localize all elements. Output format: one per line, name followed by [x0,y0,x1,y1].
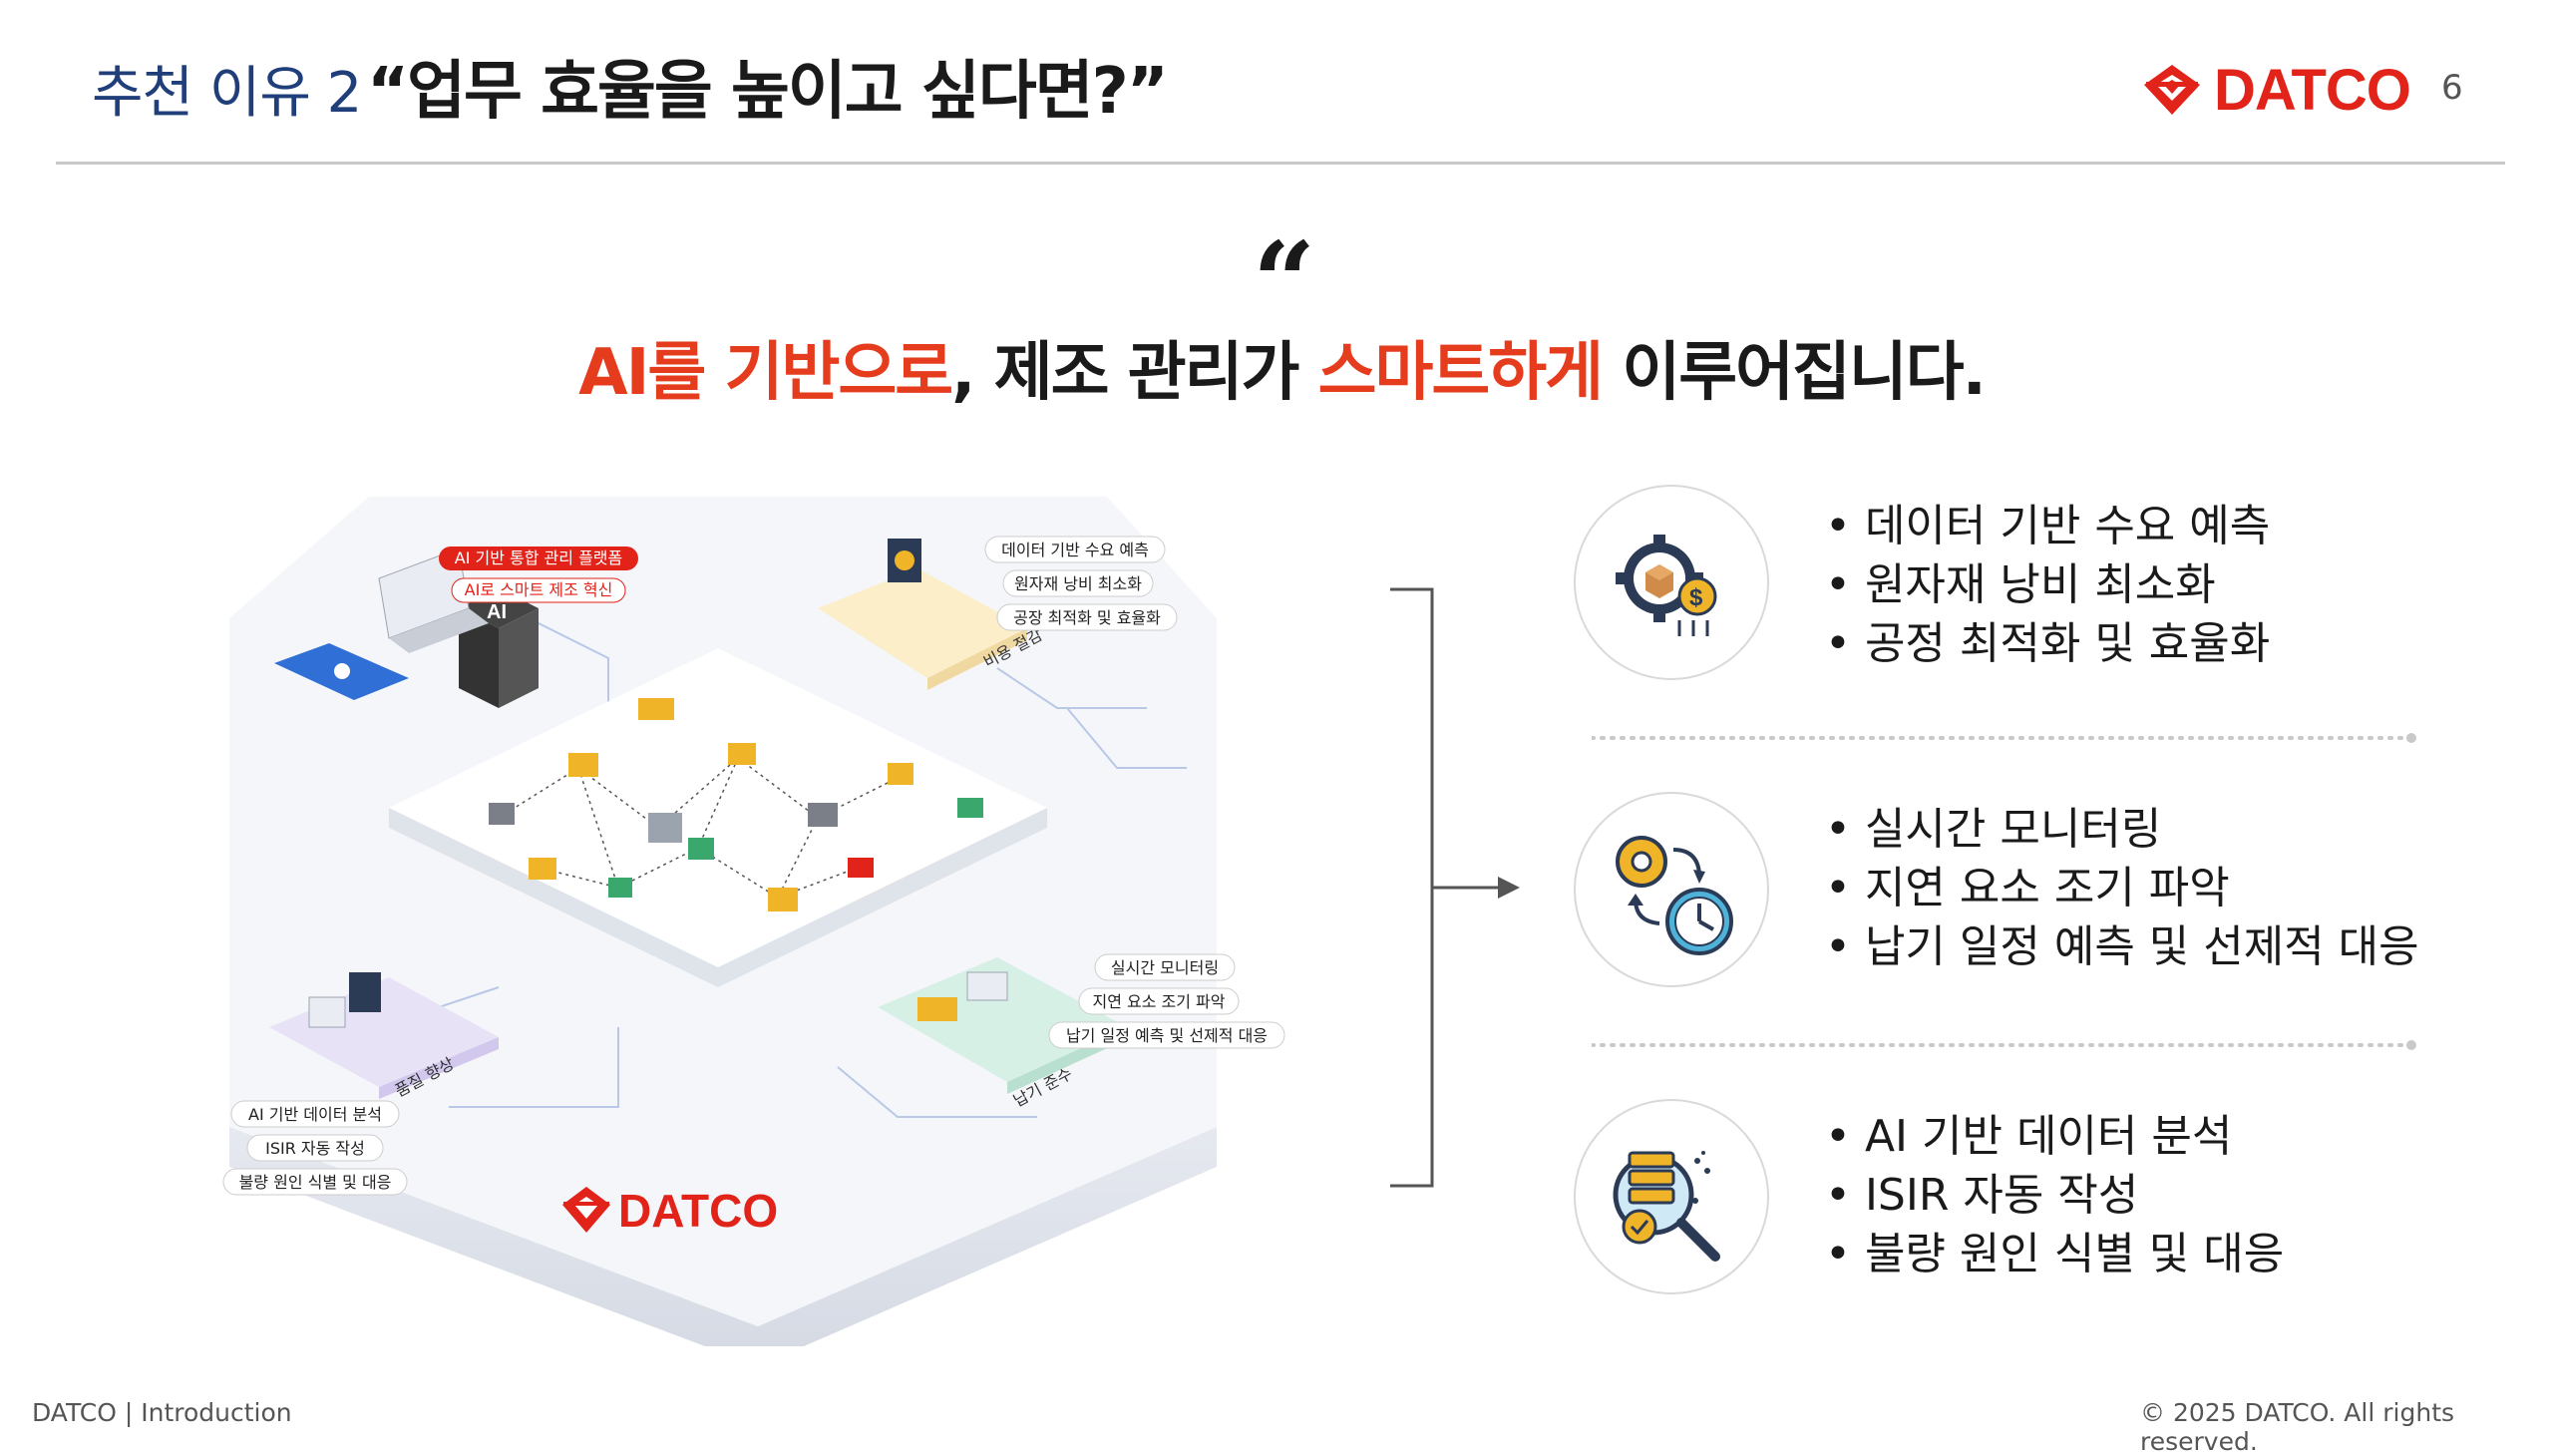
datco-emblem-icon [2144,65,2200,115]
cost-tag-3: 공장 최적화 및 효율화 [1013,608,1161,627]
platform-base-side [229,1127,1217,1346]
illustration-logo-text: DATCO [618,1185,778,1237]
cost-tag-2: 원자재 낭비 최소화 [1014,574,1142,593]
benefit-quality-list: AI 기반 데이터 분석 ISIR 자동 작성 불량 원인 식별 및 대응 [1825,1107,2284,1283]
quality-block-side [379,1037,499,1099]
cost-block [818,568,1027,678]
benefit-quality-item-2: ISIR 자동 작성 [1825,1166,2284,1225]
cost-tags: 데이터 기반 수요 예측 원자재 낭비 최소화 공장 최적화 및 효율화 [984,536,1178,631]
illustration-logo: DATCO [562,1185,778,1237]
data-magnifier-icon [1613,1151,1720,1262]
benefit-delivery-list: 실시간 모니터링 지연 요소 조기 파악 납기 일정 예측 및 선제적 대응 [1825,800,2419,976]
page-number: 6 [2441,68,2463,108]
bracket-arrow [1390,587,1520,1188]
benefit-quality-item-3: 불량 원인 식별 및 대응 [1825,1225,2284,1283]
headline-part-smart: 스마트하게 [1317,336,1604,410]
benefit-delivery-item-3: 납기 일정 예측 및 선제적 대응 [1825,917,2419,976]
delivery-monitor [966,971,1008,1001]
svg-text:$: $ [1689,584,1703,611]
logo-text: DATCO [2214,57,2411,123]
benefit-quality-item-1: AI 기반 데이터 분석 [1825,1107,2284,1166]
cost-coin [895,550,914,570]
benefit-cost-item-2: 원자재 낭비 최소화 [1825,555,2270,614]
svg-text:AI: AI [487,601,507,623]
headline-part-2: , 제조 관리가 [951,336,1318,410]
datco-logo: DATCO [2142,57,2411,123]
quality-tag-3: 불량 원인 식별 및 대응 [239,1173,392,1192]
benefit-cost-icon-circle: $ [1574,485,1769,680]
footer-copyright: © 2025 DATCO. All rights reserved. [2140,1398,2455,1456]
benefit-cost-list: 데이터 기반 수요 예측 원자재 낭비 최소화 공정 최적화 및 효율화 [1825,497,2270,673]
platform-illustration: AI AI 기반 통합 관리 플랫폼 AI로 스마트 제조 혁신 비용 절감 데… [222,497,1285,1346]
benefit-delivery-item-2: 지연 요소 조기 파악 [1825,859,2419,917]
benefit-divider-2 [1592,1040,2416,1050]
benefit-cost-item-3: 공정 최적화 및 효율화 [1825,614,2270,673]
header-divider [56,162,2505,165]
delivery-tag-3: 납기 일정 예측 및 선제적 대응 [1066,1026,1268,1045]
central-platform [389,648,1047,967]
factory-icons [489,698,983,911]
quality-tag-1: AI 기반 데이터 분석 [248,1105,382,1124]
quality-tablet [349,972,381,1012]
footer-left: DATCO | Introduction [32,1398,292,1427]
quality-monitor [308,996,346,1028]
ai-innovation-tag-text: AI로 스마트 제조 혁신 [465,580,613,599]
ai-platform-tag [439,546,638,570]
gear-box-dollar-icon: $ [1616,535,1717,636]
cost-block-side [927,628,1027,690]
cost-tag-1: 데이터 기반 수요 예측 [1001,541,1149,559]
delivery-tag-1: 실시간 모니터링 [1111,958,1219,977]
delivery-truck [917,997,957,1021]
benefit-delivery-icon-circle [1574,792,1769,987]
benefit-cost-item-1: 데이터 기반 수요 예측 [1825,497,2270,555]
quote-mark: “ [1253,217,1316,346]
quality-tag-2: ISIR 자동 작성 [265,1139,365,1158]
tablet-device [274,643,409,700]
delivery-tag-2: 지연 요소 조기 파악 [1092,992,1225,1011]
ai-tower: AI [459,588,539,708]
section-label: 추천 이유 2 [92,61,362,126]
headline: AI를 기반으로, 제조 관리가 스마트하게 이루어집니다. [0,321,2553,413]
delivery-block [878,957,1127,1082]
delivery-tags: 실시간 모니터링 지연 요소 조기 파악 납기 일정 예측 및 선제적 대응 [1048,953,1285,1049]
page-title: “업무 효율을 높이고 싶다면?” [367,55,1169,129]
ai-platform-tag-text: AI 기반 통합 관리 플랫폼 [455,548,623,567]
headline-part-4: 이루어집니다. [1602,336,1987,410]
benefit-delivery-item-1: 실시간 모니터링 [1825,800,2419,859]
gear-clock-icon [1616,836,1733,955]
headline-part-ai: AI를 기반으로 [578,336,953,410]
benefit-quality-icon-circle [1574,1099,1769,1294]
quality-tags: AI 기반 데이터 분석 ISIR 자동 작성 불량 원인 식별 및 대응 [222,1100,408,1196]
ai-innovation-tag [451,577,626,603]
benefit-divider-1 [1592,733,2416,743]
laptop-device [378,547,489,653]
